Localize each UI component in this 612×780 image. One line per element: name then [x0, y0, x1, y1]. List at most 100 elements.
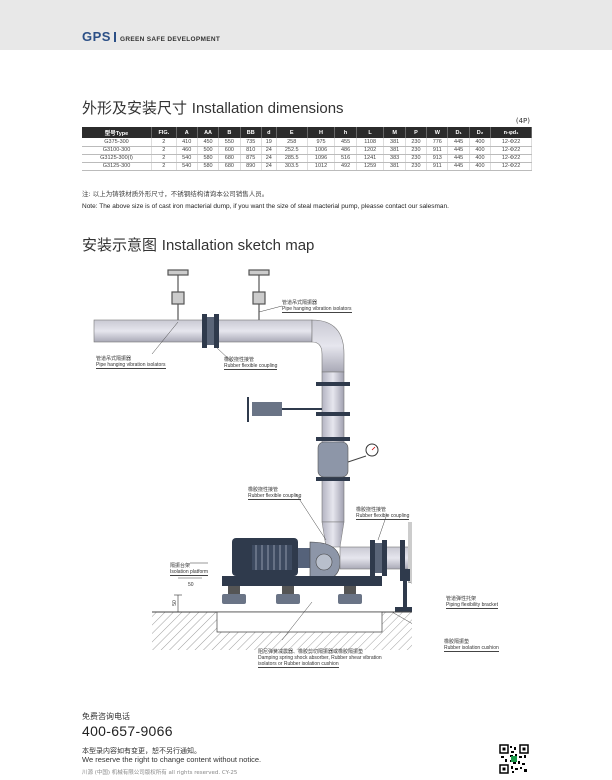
hotline-label: 免费咨询电话	[82, 712, 130, 721]
table-cell: 975	[307, 138, 336, 147]
label-cn: 管道弹性托架	[446, 596, 477, 602]
label-en: Rubber isolation cushion	[444, 645, 499, 652]
installation-sketch	[93, 269, 412, 650]
table-cell: 540	[176, 162, 198, 171]
label-cn: 橡胶隔振垫	[444, 639, 470, 645]
table-cell: 445	[447, 162, 470, 171]
table-cell: 550	[218, 138, 241, 147]
table-cell: 2	[151, 138, 177, 147]
table-header-cell: h	[334, 127, 357, 138]
ceiling-hangers	[167, 269, 270, 320]
table-cell: 1012	[307, 162, 336, 171]
label-rubber-coupling-1: 橡胶挠性接管 Rubber flexible coupling	[224, 357, 278, 370]
table-cell: 303.5	[276, 162, 308, 171]
pump-motor	[232, 538, 341, 581]
pressure-gauge	[347, 443, 379, 463]
table-cell: 600	[218, 146, 241, 155]
isolation-platform	[222, 576, 382, 604]
table-cell: 810	[240, 146, 262, 155]
label-en: Rubber flexible coupling	[248, 493, 302, 500]
title-cn: 安装示意图	[82, 236, 158, 254]
table-cell: 911	[426, 146, 449, 155]
table-cell: 1108	[356, 138, 385, 147]
table-cell: 381	[383, 162, 406, 171]
table-header-cell: AA	[197, 127, 220, 138]
table-header-cell: D₂	[469, 127, 492, 138]
label-cn: 橡胶挠性接管	[224, 357, 255, 363]
table-header-cell: BB	[240, 127, 262, 138]
table-cell: 445	[447, 154, 470, 163]
table-cell: 735	[240, 138, 262, 147]
company-logo: GPS GREEN SAFE DEVELOPMENT	[82, 28, 220, 46]
table-cell: 455	[334, 138, 357, 147]
table-cell: G3125-300(I)	[82, 154, 153, 163]
label-cn: 管道吊式隔振器	[96, 356, 132, 362]
table-header-cell: P	[405, 127, 428, 138]
label-pipe-hanging-top: 管道吊式隔振器 Pipe hanging vibration isolators	[282, 300, 352, 313]
top-pipe-flanges	[202, 314, 219, 348]
table-cell: 2	[151, 162, 177, 171]
table-cell: 890	[240, 162, 262, 171]
table-cell: 24	[261, 162, 277, 171]
logo-tagline: GREEN SAFE DEVELOPMENT	[119, 36, 221, 43]
label-pipe-hanging-left: 管道吊式隔振器 Pipe hanging vibration isolators	[96, 356, 166, 369]
table-cell: 680	[218, 162, 241, 171]
table-cell: 400	[469, 162, 492, 171]
table-cell: 230	[405, 154, 428, 163]
table-cell: 285.5	[276, 154, 308, 163]
table-header-cell: W	[426, 127, 449, 138]
pipe-bracket	[395, 569, 412, 612]
table-cell: 12-Φ22	[490, 162, 532, 171]
table-cell: 410	[176, 138, 198, 147]
table-header-cell: L	[356, 127, 385, 138]
label-piping-bracket: 管道弹性托架 Piping flexibility bracket	[446, 596, 498, 609]
table-cell: 24	[261, 146, 277, 155]
header-bar: GPS GREEN SAFE DEVELOPMENT	[0, 0, 612, 50]
label-rubber-coupling-2: 橡胶挠性接管 Rubber flexible coupling	[248, 487, 302, 500]
table-cell: 252.5	[276, 146, 308, 155]
label-en: Rubber flexible coupling	[224, 363, 278, 370]
table-cell: 1241	[356, 154, 385, 163]
table-cell: G3100-300	[82, 146, 153, 155]
table-header-cell: M	[383, 127, 406, 138]
title-en: Installation sketch map	[161, 237, 315, 254]
label-cn: 隔振台架	[170, 563, 191, 569]
label-en: Piping flexibility bracket	[446, 602, 498, 609]
note-cn: 注: 以上为铸铁材质外形尺寸，不锈钢结构请询本公司销售人员。	[82, 190, 269, 198]
table-cell: 450	[197, 138, 220, 147]
table-cell: 19	[261, 138, 277, 147]
table-header-cell: 型号Type	[82, 127, 153, 138]
table-cell: 2	[151, 154, 177, 163]
table-cell: 383	[383, 154, 406, 163]
table-cell: 230	[405, 138, 428, 147]
table-cell: 381	[383, 138, 406, 147]
table-cell: 500	[197, 146, 220, 155]
table-cell: 1202	[356, 146, 385, 155]
unit-note: (4P)	[515, 117, 530, 125]
section-title-sketch: 安装示意图 Installation sketch map	[82, 234, 314, 255]
label-cn: 橡胶挠性接管	[356, 507, 387, 513]
phone-number[interactable]: 400-657-9066	[82, 723, 173, 739]
dimension-50-b: 50	[171, 600, 178, 606]
table-cell: 913	[426, 154, 449, 163]
logo-text: GPS	[82, 29, 111, 44]
table-cell: 400	[469, 146, 492, 155]
copyright: 川源 (中国) 机械有限公司版权所有 all rights reserved. …	[82, 770, 238, 776]
logo-separator	[113, 32, 116, 42]
notice-en: We reserve the right to change content w…	[82, 755, 262, 764]
label-rubber-coupling-3: 橡胶挠性接管 Rubber flexible coupling	[356, 507, 410, 520]
label-en: Pipe hanging vibration isolators	[96, 362, 166, 369]
label-isolation-platform: 隔振台架 Isolation platform	[170, 563, 209, 576]
table-cell: 540	[176, 154, 198, 163]
label-en-line1: Damping spring shock absorber, Rubber sh…	[258, 655, 382, 661]
valve-handwheel	[247, 397, 322, 422]
section-title-dimensions: 外形及安装尺寸 Installation dimensions	[82, 97, 344, 118]
table-cell: 875	[240, 154, 262, 163]
table-cell: 1096	[307, 154, 336, 163]
table-cell: 400	[469, 154, 492, 163]
table-cell: 1259	[356, 162, 385, 171]
